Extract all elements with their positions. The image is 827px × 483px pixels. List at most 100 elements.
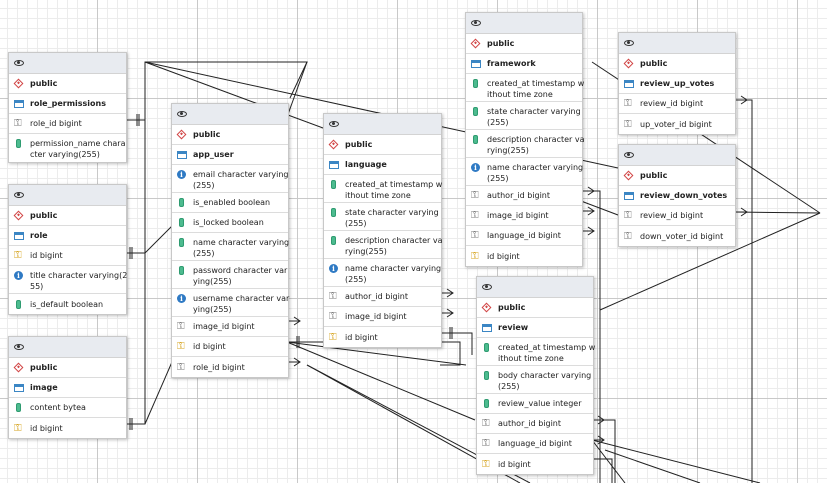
schema-diamond-icon: [176, 129, 190, 140]
table-image[interactable]: public image content bytea⚿id bigint: [8, 336, 127, 439]
column-label: state character varying (255): [345, 208, 439, 228]
table-name-row[interactable]: review_up_votes: [619, 74, 735, 94]
column-label: is_default boolean: [30, 299, 104, 309]
eye-icon[interactable]: [624, 38, 637, 49]
table-header[interactable]: [477, 277, 593, 298]
table-header[interactable]: [9, 337, 126, 358]
column-row[interactable]: ⚿id bigint: [9, 246, 126, 266]
foreign-key-icon: ⚿: [329, 291, 337, 302]
column-label: is_locked boolean: [193, 218, 264, 227]
table-name: role: [30, 231, 48, 240]
column-row[interactable]: ⚿id bigint: [324, 327, 441, 347]
table-name-row[interactable]: language: [324, 155, 441, 175]
table-header[interactable]: [172, 104, 288, 125]
table-header[interactable]: [619, 145, 735, 166]
table-header[interactable]: [466, 13, 582, 34]
column-row[interactable]: is_locked boolean: [172, 213, 288, 233]
column-label: up_voter_id bigint: [640, 119, 712, 129]
table-header[interactable]: [9, 53, 126, 74]
column-row[interactable]: ⚿id bigint: [477, 454, 593, 474]
column-row[interactable]: ⚿review_id bigint: [619, 94, 735, 114]
table-name-row[interactable]: app_user: [172, 145, 288, 165]
column-row[interactable]: created_at timestamp w ithout time zone: [466, 74, 584, 102]
table-name: image: [30, 383, 58, 392]
edge-crowfoot: [734, 95, 748, 105]
eye-icon[interactable]: [14, 190, 27, 201]
column-row[interactable]: ⚿id bigint: [172, 337, 288, 357]
table-name-row[interactable]: review: [477, 318, 593, 338]
column-label: id bigint: [487, 251, 520, 261]
column-row[interactable]: ⚿image_id bigint: [324, 307, 441, 327]
table-name-row[interactable]: role: [9, 226, 126, 246]
column-label: id bigint: [193, 342, 226, 351]
column-row[interactable]: ⚿author_id bigint: [324, 287, 441, 307]
column-row[interactable]: name character varying (255): [172, 233, 289, 261]
column-row[interactable]: description character va rying(255): [324, 231, 443, 259]
column-row[interactable]: state character varying (255): [324, 203, 441, 231]
eye-icon[interactable]: [471, 18, 484, 29]
column-row[interactable]: permission_name chara cter varying(255): [9, 134, 126, 162]
column-icon: [482, 398, 495, 409]
column-row[interactable]: ⚿role_id bigint: [9, 114, 126, 134]
column-row[interactable]: content bytea: [9, 398, 126, 418]
table-name-row[interactable]: framework: [466, 54, 582, 74]
table-header[interactable]: [324, 114, 441, 135]
column-row[interactable]: created_at timestamp w ithout time zone: [477, 338, 596, 366]
table-header[interactable]: [9, 185, 126, 206]
column-row[interactable]: ⚿image_id bigint: [172, 317, 288, 337]
eye-icon[interactable]: [177, 109, 190, 120]
column-row[interactable]: ⚿author_id bigint: [466, 186, 582, 206]
column-row[interactable]: ⚿role_id bigint: [172, 357, 288, 377]
schema-row: public: [172, 125, 288, 145]
schema-row: public: [619, 166, 735, 186]
column-row[interactable]: ⚿up_voter_id bigint: [619, 114, 735, 134]
column-row[interactable]: ⚿id bigint: [9, 418, 126, 438]
column-row[interactable]: ⚿review_id bigint: [619, 206, 735, 226]
column-row[interactable]: is_enabled boolean: [172, 193, 288, 213]
column-row[interactable]: state character varying (255): [466, 102, 582, 130]
column-row[interactable]: is_default boolean: [9, 294, 126, 314]
eye-icon[interactable]: [329, 119, 342, 130]
foreign-key-icon: ⚿: [471, 230, 479, 241]
eye-icon[interactable]: [624, 150, 637, 161]
column-row[interactable]: password character var ying(255): [172, 261, 288, 289]
column-label: language_id bigint: [498, 439, 572, 448]
table-name-row[interactable]: image: [9, 378, 126, 398]
column-row[interactable]: ⚿down_voter_id bigint: [619, 226, 735, 246]
eye-icon[interactable]: [482, 282, 495, 293]
column-row[interactable]: ⚿author_id bigint: [477, 414, 593, 434]
foreign-key-icon: ⚿: [14, 118, 22, 129]
table-name-row[interactable]: role_permissions: [9, 94, 126, 114]
table-name-row[interactable]: review_down_votes: [619, 186, 735, 206]
eye-icon[interactable]: [14, 58, 27, 69]
column-row[interactable]: review_value integer: [477, 394, 593, 414]
column-row[interactable]: body character varying (255): [477, 366, 593, 394]
eye-icon[interactable]: [14, 342, 27, 353]
column-row[interactable]: ⚿image_id bigint: [466, 206, 582, 226]
column-row[interactable]: ⚿language_id bigint: [466, 226, 582, 246]
schema-row: public: [477, 298, 593, 318]
schema-name: public: [30, 363, 58, 372]
column-label: created_at timestamp w ithout time zone: [498, 343, 596, 363]
schema-diamond-icon: [13, 78, 27, 89]
column-row[interactable]: ⚿id bigint: [466, 246, 582, 266]
column-row[interactable]: description character va rying(255): [466, 130, 585, 158]
column-row[interactable]: ⚿language_id bigint: [477, 434, 593, 454]
table-header[interactable]: [619, 33, 735, 54]
edge-tick: [296, 336, 300, 348]
primary-key-icon: ⚿: [482, 458, 490, 470]
column-row[interactable]: created_at timestamp w ithout time zone: [324, 175, 442, 203]
